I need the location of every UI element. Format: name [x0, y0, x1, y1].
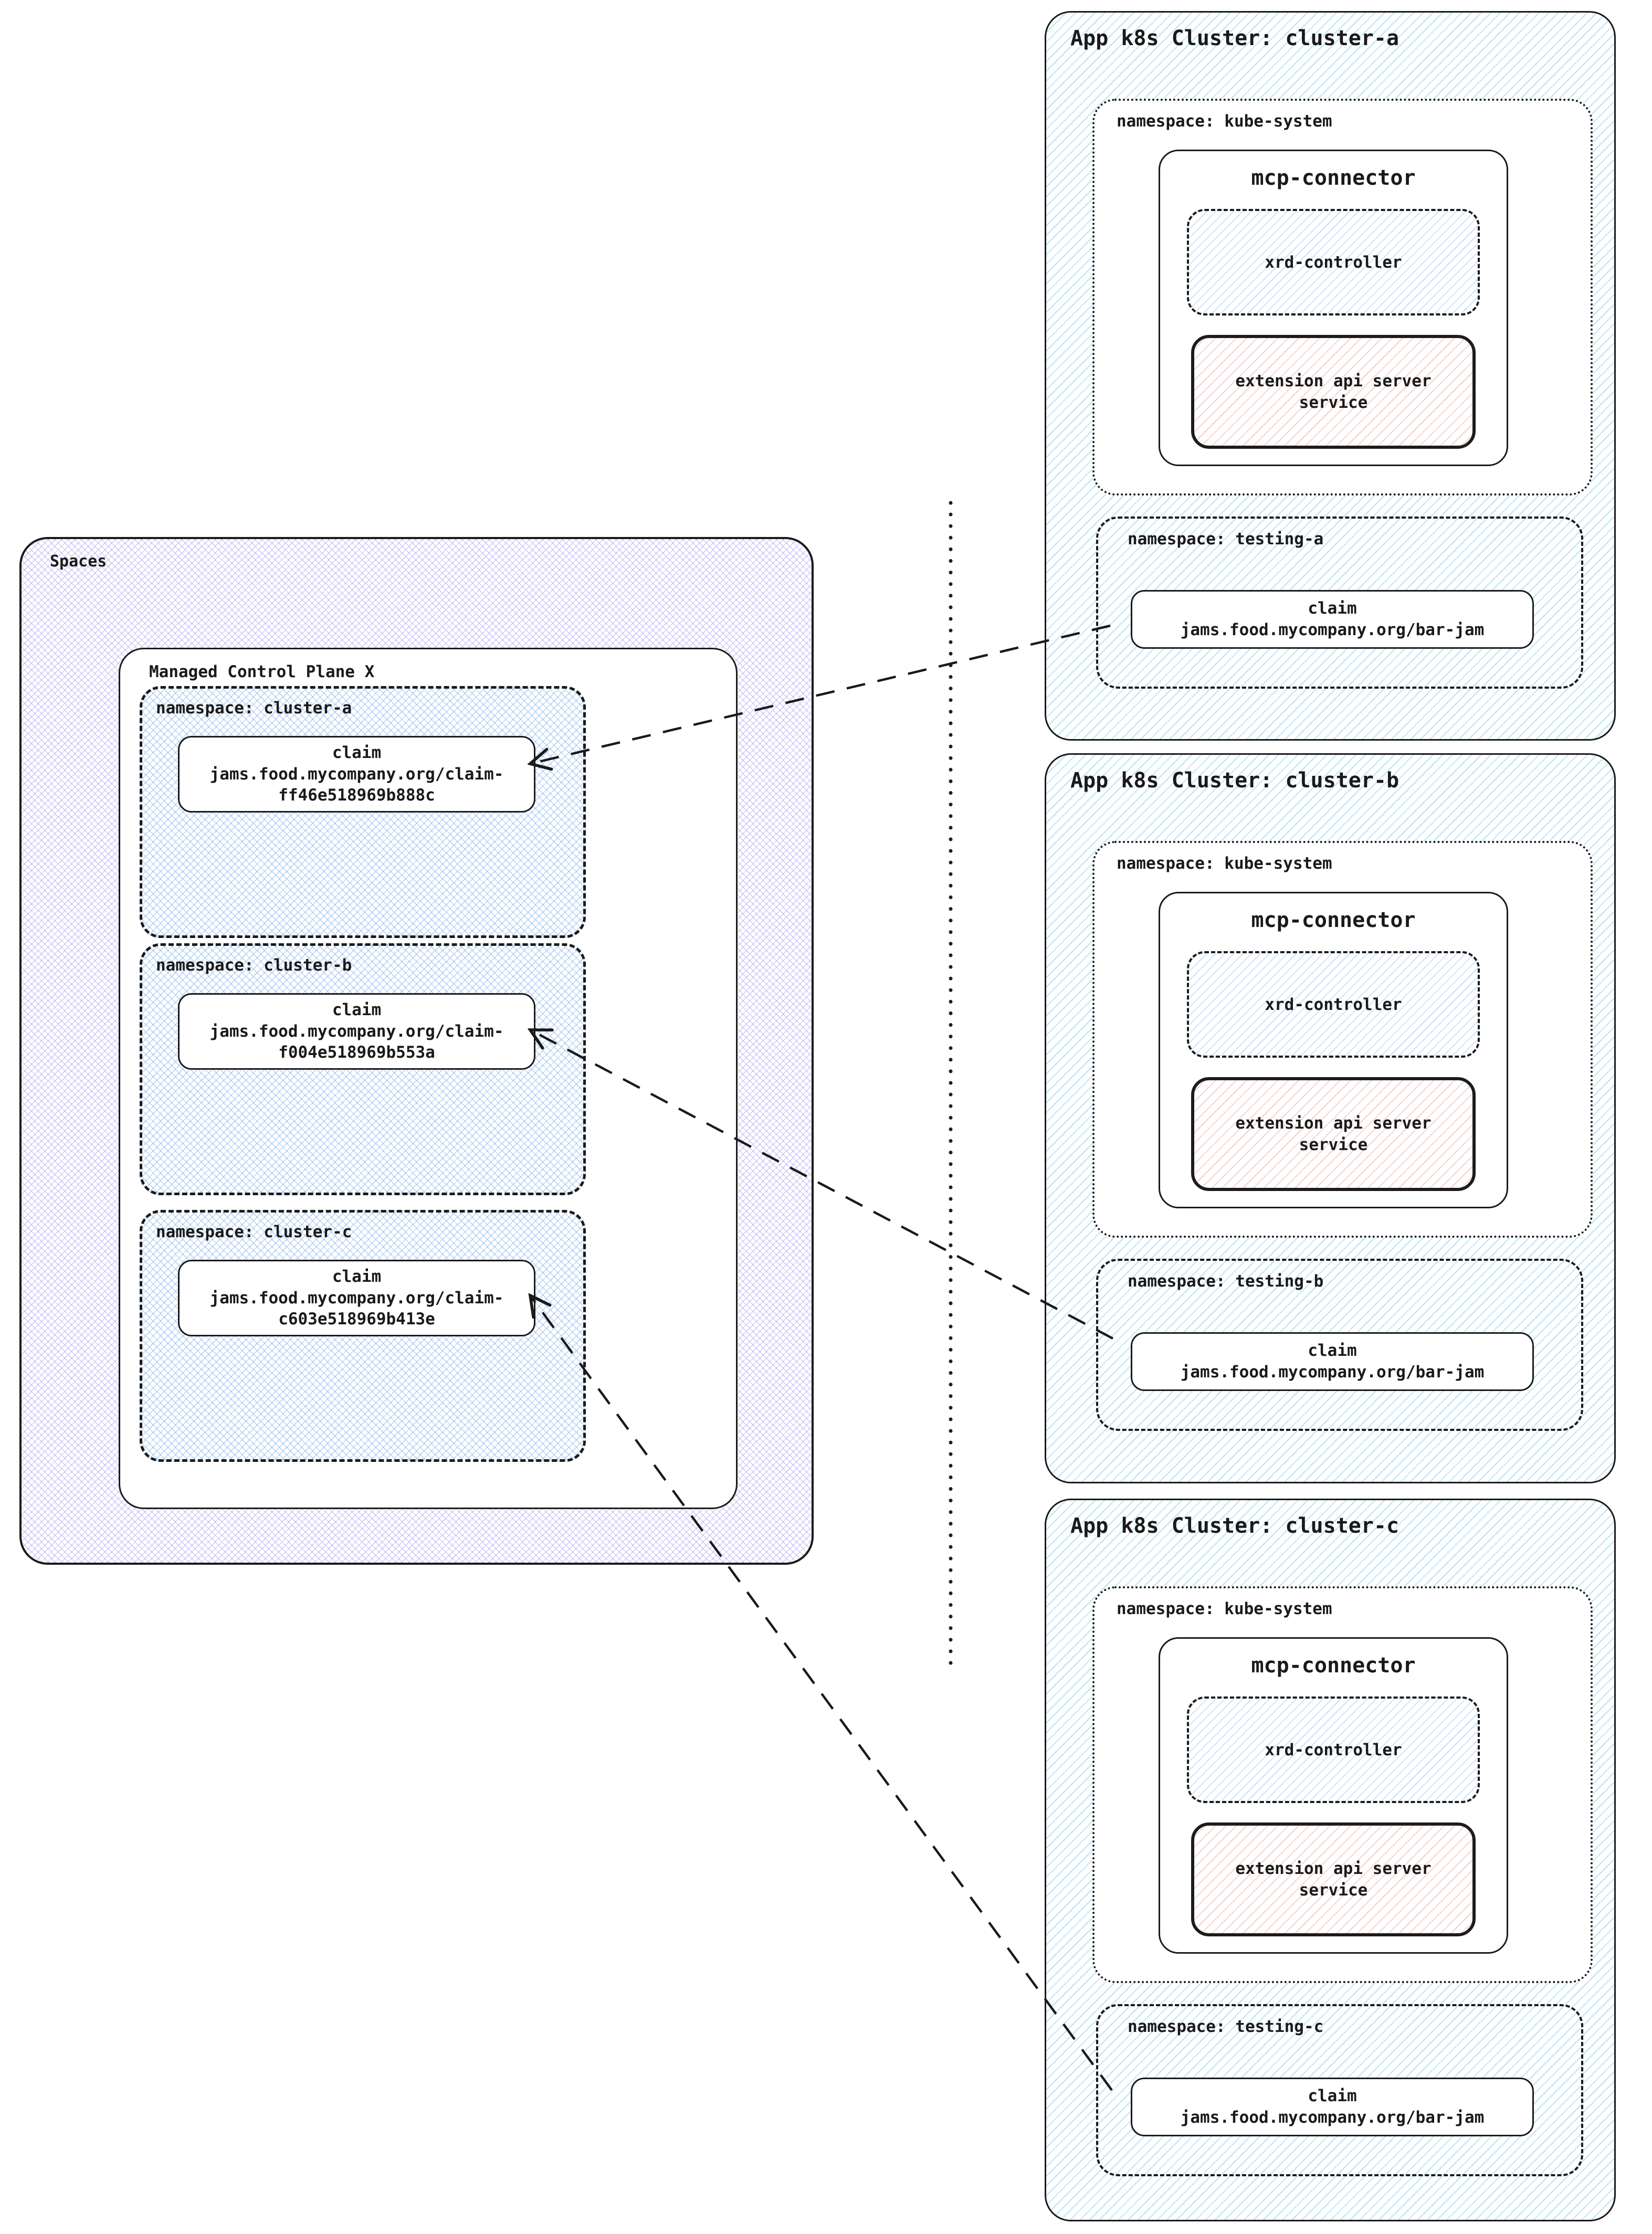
cluster-a-extension-api-server-box: extension api server service	[1191, 335, 1476, 449]
app-cluster-a-title: App k8s Cluster: cluster-a	[1070, 26, 1400, 50]
cluster-a-testing-namespace-box: namespace: testing-a claim jams.food.myc…	[1096, 517, 1583, 689]
cluster-a-mcp-connector-label: mcp-connector	[1251, 166, 1416, 190]
xrd-controller-label: xrd-controller	[1265, 995, 1402, 1014]
cluster-c-xrd-controller-box: xrd-controller	[1187, 1696, 1480, 1803]
xrd-controller-label: xrd-controller	[1265, 252, 1402, 272]
namespace-cluster-a-box: namespace: cluster-a claim jams.food.myc…	[140, 686, 586, 938]
claim-line1: jams.food.mycompany.org/bar-jam	[1180, 2108, 1485, 2127]
claim-box-cluster-a: claim jams.food.mycompany.org/claim- ff4…	[178, 736, 535, 813]
cluster-c-extension-api-server-box: extension api server service	[1191, 1822, 1476, 1936]
claim-box-cluster-b: claim jams.food.mycompany.org/claim- f00…	[178, 993, 535, 1070]
namespace-cluster-c-label: namespace: cluster-c	[156, 1223, 352, 1241]
cluster-a-testing-namespace-label: namespace: testing-a	[1128, 530, 1324, 549]
namespace-cluster-c-box: namespace: cluster-c claim jams.food.myc…	[140, 1210, 586, 1462]
extension-api-line2: service	[1299, 1135, 1368, 1154]
xrd-controller-label: xrd-controller	[1265, 1740, 1402, 1759]
extension-api-line2: service	[1299, 393, 1368, 412]
namespace-cluster-b-box: namespace: cluster-b claim jams.food.myc…	[140, 943, 586, 1195]
claim-title: claim	[1308, 2087, 1357, 2106]
namespace-cluster-a-label: namespace: cluster-a	[156, 699, 352, 718]
spaces-label: Spaces	[50, 552, 107, 571]
cluster-c-mcp-connector-label: mcp-connector	[1251, 1653, 1416, 1678]
namespace-cluster-b-label: namespace: cluster-b	[156, 956, 352, 975]
claim-line2: c603e518969b413e	[278, 1310, 435, 1329]
cluster-b-testing-namespace-box: namespace: testing-b claim jams.food.myc…	[1096, 1259, 1583, 1431]
app-cluster-b-title: App k8s Cluster: cluster-b	[1070, 768, 1400, 793]
spaces-box: Spaces Managed Control Plane X namespace…	[19, 537, 814, 1565]
claim-title: claim	[1308, 1341, 1357, 1361]
cluster-b-testing-namespace-label: namespace: testing-b	[1128, 1272, 1324, 1291]
app-cluster-c-title: App k8s Cluster: cluster-c	[1070, 1514, 1400, 1538]
cluster-b-extension-api-server-box: extension api server service	[1191, 1077, 1476, 1191]
cluster-b-kube-system-box: namespace: kube-system mcp-connector xrd…	[1092, 841, 1593, 1238]
claim-line2: f004e518969b553a	[278, 1043, 435, 1062]
claim-title: claim	[332, 743, 382, 762]
cluster-c-kube-system-label: namespace: kube-system	[1117, 1599, 1332, 1618]
claim-box-cluster-c: claim jams.food.mycompany.org/claim- c60…	[178, 1260, 535, 1336]
app-cluster-c-box: App k8s Cluster: cluster-c namespace: ku…	[1045, 1499, 1616, 2221]
claim-title: claim	[332, 1000, 382, 1019]
cluster-a-mcp-connector-box: mcp-connector xrd-controller extension a…	[1159, 150, 1508, 466]
extension-api-line1: extension api server	[1235, 371, 1432, 391]
cluster-c-testing-namespace-label: namespace: testing-c	[1128, 2017, 1324, 2036]
claim-line1: jams.food.mycompany.org/claim-	[209, 764, 504, 784]
cluster-a-xrd-controller-box: xrd-controller	[1187, 209, 1480, 315]
cluster-c-kube-system-box: namespace: kube-system mcp-connector xrd…	[1092, 1586, 1593, 1983]
claim-line1: jams.food.mycompany.org/claim-	[209, 1288, 504, 1308]
extension-api-line2: service	[1299, 1880, 1368, 1900]
claim-line1: jams.food.mycompany.org/bar-jam	[1180, 1363, 1485, 1382]
claim-title: claim	[332, 1267, 382, 1286]
claim-line2: ff46e518969b888c	[278, 786, 435, 805]
extension-api-line1: extension api server	[1235, 1859, 1432, 1878]
claim-title: claim	[1308, 599, 1357, 618]
app-cluster-b-box: App k8s Cluster: cluster-b namespace: ku…	[1045, 753, 1616, 1483]
cluster-b-mcp-connector-label: mcp-connector	[1251, 908, 1416, 932]
cluster-a-bar-jam-claim-box: claim jams.food.mycompany.org/bar-jam	[1131, 590, 1534, 649]
cluster-b-mcp-connector-box: mcp-connector xrd-controller extension a…	[1159, 892, 1508, 1208]
cluster-a-kube-system-box: namespace: kube-system mcp-connector xrd…	[1092, 99, 1593, 496]
extension-api-line1: extension api server	[1235, 1113, 1432, 1133]
cluster-a-kube-system-label: namespace: kube-system	[1117, 112, 1332, 131]
cluster-b-bar-jam-claim-box: claim jams.food.mycompany.org/bar-jam	[1131, 1332, 1534, 1391]
cluster-b-kube-system-label: namespace: kube-system	[1117, 854, 1332, 873]
cluster-b-xrd-controller-box: xrd-controller	[1187, 951, 1480, 1058]
managed-control-plane-box: Managed Control Plane X namespace: clust…	[119, 648, 738, 1509]
cluster-c-testing-namespace-box: namespace: testing-c claim jams.food.myc…	[1096, 2004, 1583, 2176]
app-cluster-a-box: App k8s Cluster: cluster-a namespace: ku…	[1045, 11, 1616, 741]
claim-line1: jams.food.mycompany.org/bar-jam	[1180, 620, 1485, 639]
claim-line1: jams.food.mycompany.org/claim-	[209, 1021, 504, 1041]
managed-control-plane-label: Managed Control Plane X	[149, 662, 375, 681]
cluster-c-bar-jam-claim-box: claim jams.food.mycompany.org/bar-jam	[1131, 2078, 1534, 2136]
cluster-c-mcp-connector-box: mcp-connector xrd-controller extension a…	[1159, 1637, 1508, 1954]
